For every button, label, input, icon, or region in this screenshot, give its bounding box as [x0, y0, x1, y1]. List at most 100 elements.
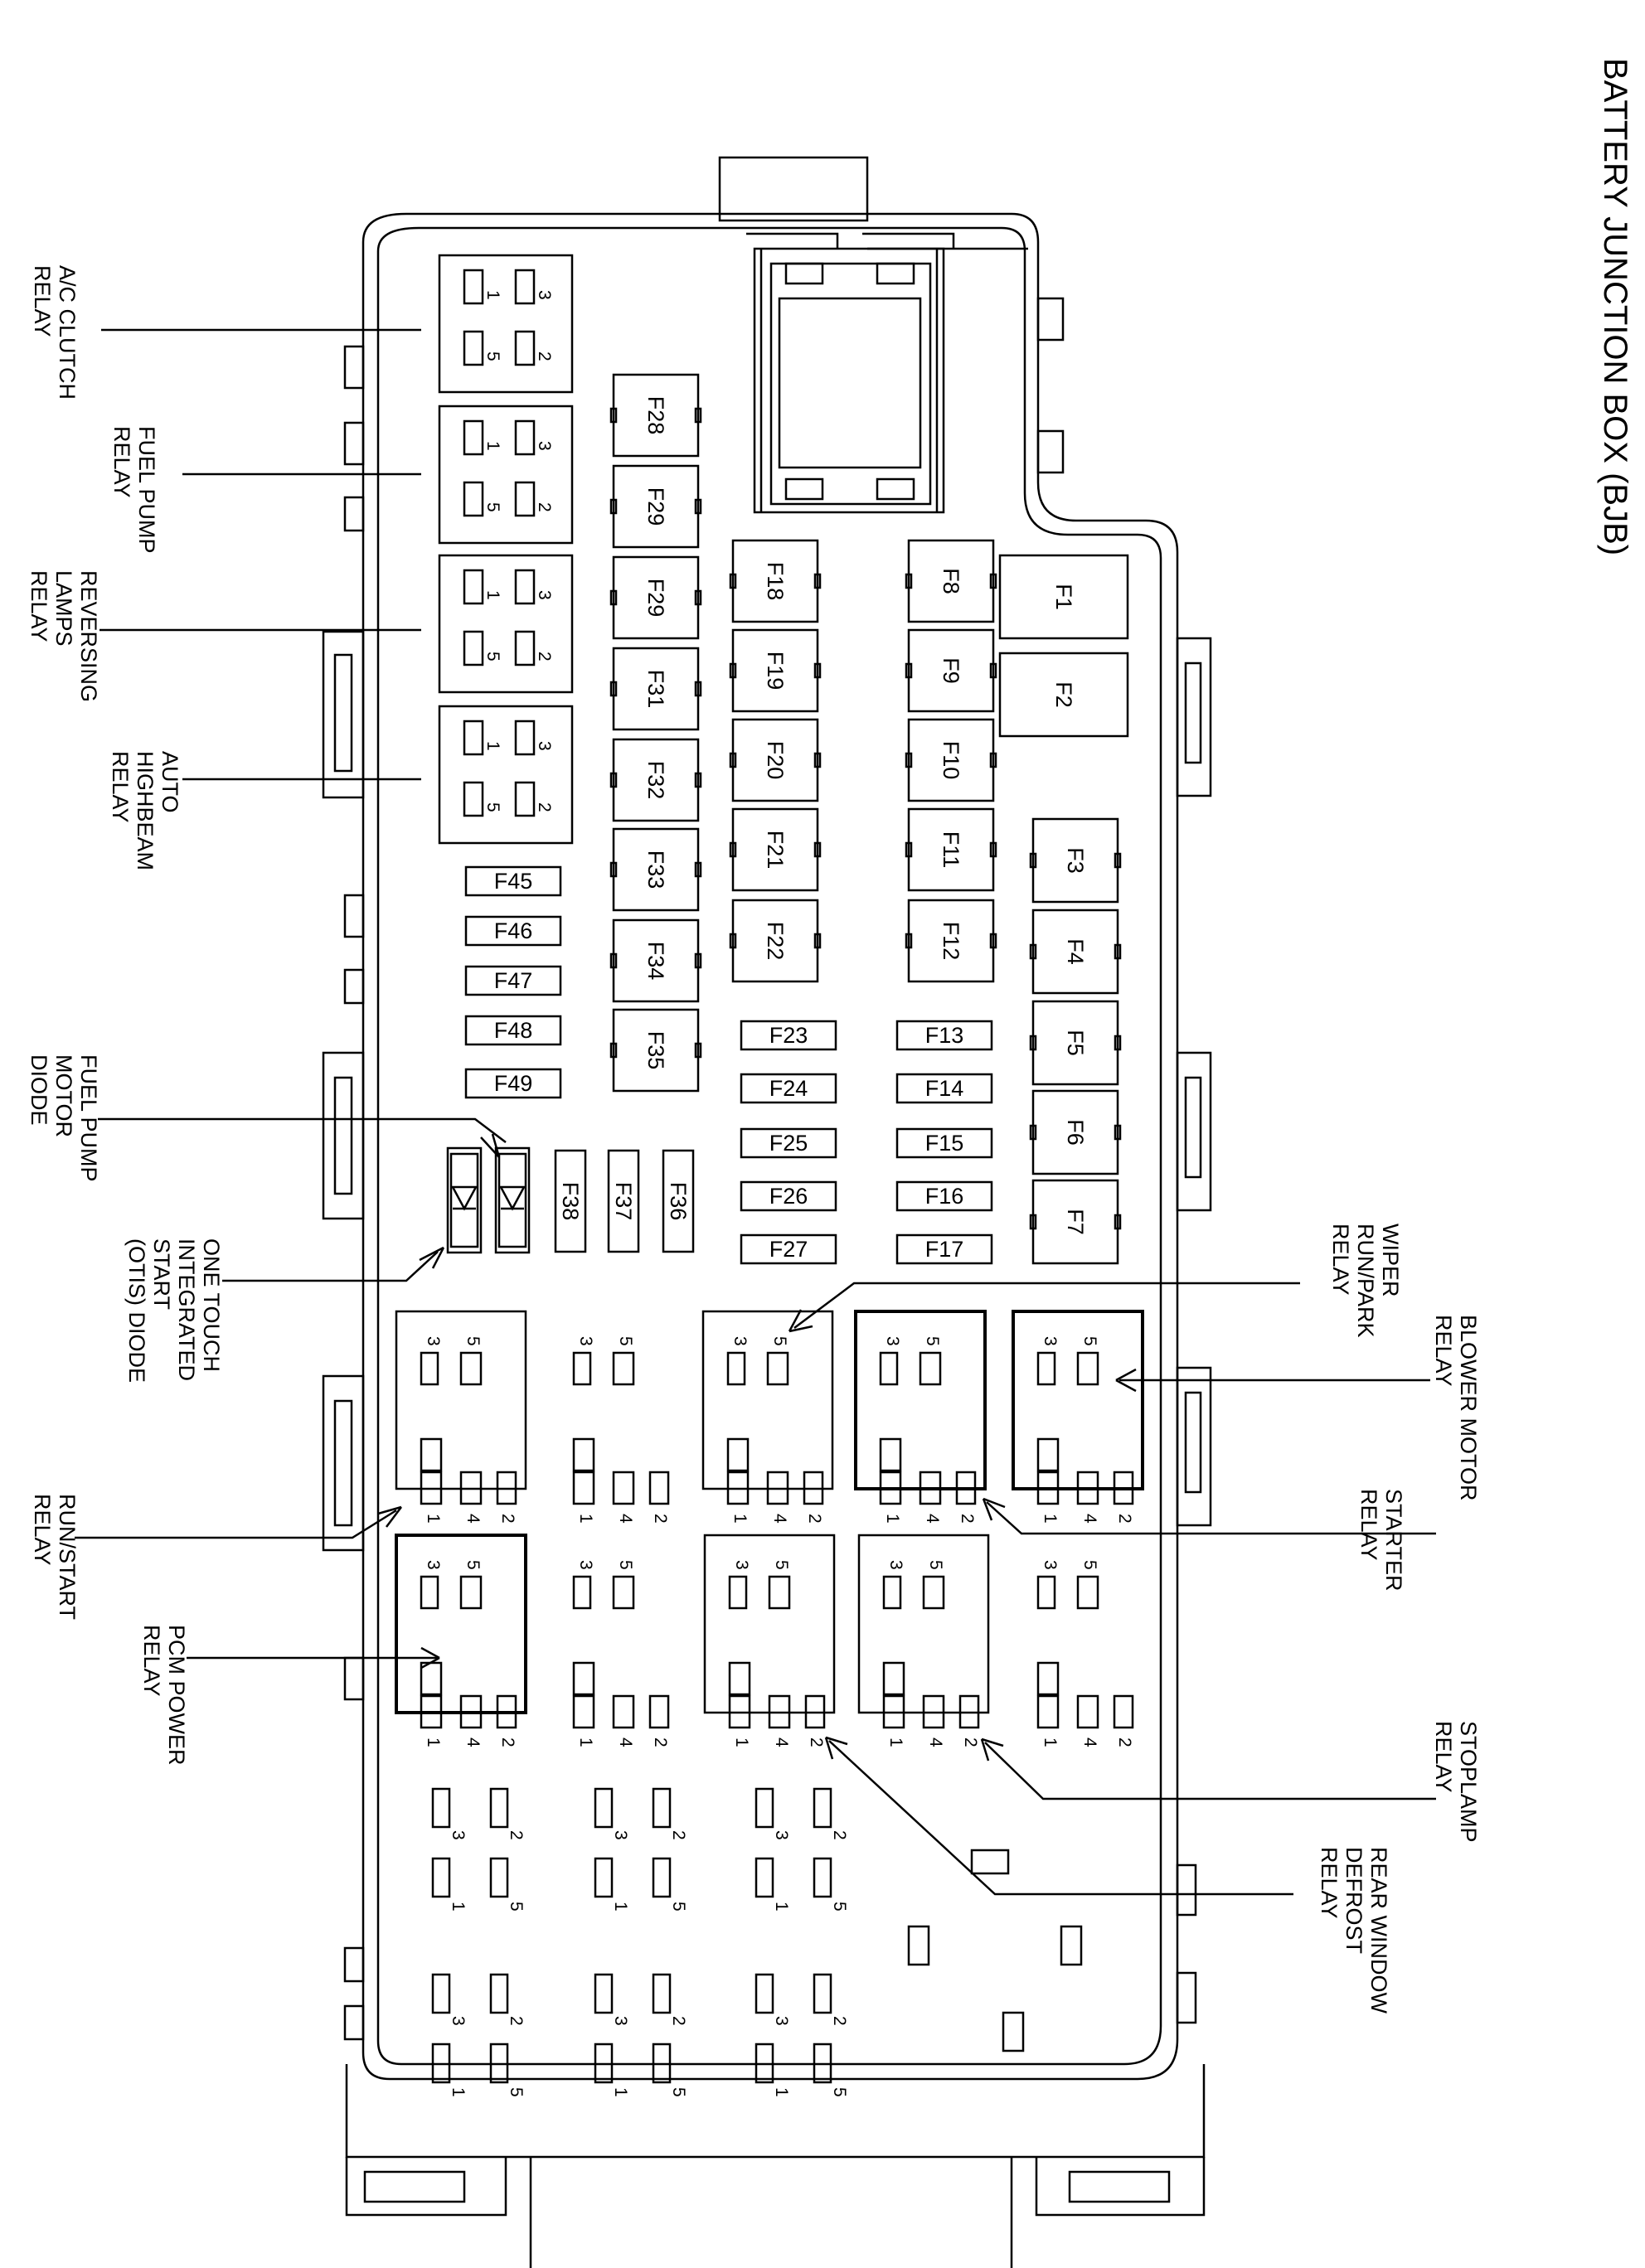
pin-label: 1 — [424, 1514, 443, 1524]
fuse-f3: F3 — [1029, 817, 1122, 904]
fuse-f10: F10 — [905, 718, 997, 802]
pin-label: 2 — [805, 1514, 824, 1524]
relay-body — [701, 1310, 834, 1490]
fuse-label: F20 — [763, 741, 788, 780]
relay-terminal — [648, 1471, 670, 1505]
fuse-label: F33 — [643, 850, 668, 889]
pin-label: 5 — [483, 802, 502, 812]
pin-label: 4 — [463, 1737, 483, 1747]
fuse-label: F8 — [939, 568, 963, 594]
relay-terminal — [463, 630, 484, 666]
pin-label: 2 — [1115, 1737, 1134, 1747]
fuse-tab — [989, 662, 997, 679]
slot-terminal — [755, 1787, 774, 1829]
relay-terminal — [1036, 1471, 1060, 1505]
relay-terminal — [612, 1575, 635, 1610]
relay-body — [395, 1310, 527, 1490]
relay-terminal — [514, 720, 536, 756]
pin-label: 3 — [535, 590, 554, 600]
pin-label: 2 — [651, 1737, 670, 1747]
fuse-body — [612, 555, 700, 640]
relay-terminal — [514, 481, 536, 517]
fuse-f17: F17 — [895, 1233, 993, 1265]
fuse-f29a: F29 — [609, 464, 702, 549]
fuse-label: F49 — [494, 1071, 533, 1096]
relay-terminal — [922, 1694, 945, 1729]
relay-terminal — [882, 1694, 905, 1729]
fuse-body — [731, 539, 819, 623]
pin-label: 4 — [772, 1737, 791, 1747]
relay-terminal — [420, 1575, 439, 1610]
fuse-f19: F19 — [729, 628, 822, 713]
relay-terminal — [766, 1471, 789, 1505]
relay-terminal — [459, 1471, 483, 1505]
pin-label: 3 — [886, 1560, 905, 1570]
fuse-body — [662, 1149, 695, 1253]
fuse-body — [740, 1073, 837, 1104]
slot-terminal — [652, 1787, 672, 1829]
fuse-f28: F28 — [609, 373, 702, 458]
callout-label-line: (OTIS) DIODE — [124, 1238, 149, 1383]
slot-terminal — [594, 1973, 614, 2014]
fuse-label: F35 — [643, 1031, 668, 1070]
fuse-tab — [694, 772, 702, 788]
relay-terminal — [572, 1471, 595, 1505]
fuse-body — [740, 1233, 837, 1265]
slot-terminal — [594, 1857, 614, 1898]
relay-terminal — [514, 269, 536, 305]
pin-label: 4 — [616, 1737, 635, 1747]
fuse-label: F36 — [666, 1182, 691, 1221]
pin-label: 3 — [611, 2016, 630, 2026]
pin-label: 3 — [730, 1336, 750, 1346]
pin-label: 5 — [616, 1560, 635, 1570]
fuse-label: F13 — [925, 1023, 964, 1048]
slot-terminal — [594, 1787, 614, 1829]
fuse-tab — [1029, 1124, 1037, 1141]
pin-label: 3 — [883, 1336, 902, 1346]
fuse-body — [731, 628, 819, 713]
fuse-tab — [813, 573, 822, 589]
pin-label: 5 — [483, 502, 502, 512]
fuse-f36: F36 — [662, 1149, 695, 1253]
fuse-body — [607, 1149, 640, 1253]
pin-label: 1 — [883, 1514, 902, 1524]
fuse-tab — [729, 573, 737, 589]
fuse-body — [740, 1180, 837, 1212]
fuse-body — [554, 1149, 587, 1253]
relay-terminal — [1036, 1351, 1056, 1386]
fuse-label: F3 — [1063, 847, 1088, 874]
fuse-f11: F11 — [905, 807, 997, 892]
callout-label-line: RELAY — [1328, 1224, 1353, 1296]
pin-label: 2 — [830, 2016, 849, 2026]
pin-label: 4 — [926, 1737, 945, 1747]
relay-body — [438, 405, 574, 545]
fuse-label: F29 — [643, 487, 668, 526]
pin-label: 2 — [961, 1737, 980, 1747]
fuse-tab — [609, 407, 618, 424]
fuse-tab — [1029, 1214, 1037, 1230]
pin-label: 1 — [886, 1737, 905, 1747]
fuse-tab — [1114, 943, 1122, 960]
pin-label: 1 — [611, 2087, 630, 2097]
fuse-f18: F18 — [729, 539, 822, 623]
fuse-body — [464, 915, 562, 947]
fuse-label: F45 — [494, 869, 533, 894]
callout-label-line: RELAY — [108, 751, 133, 823]
fuse-f48: F48 — [464, 1015, 562, 1046]
callout-label-line: RELAY — [1431, 1721, 1456, 1793]
relay-terminal — [955, 1471, 977, 1505]
relay-terminal — [728, 1575, 748, 1610]
relay-body — [395, 1534, 527, 1714]
